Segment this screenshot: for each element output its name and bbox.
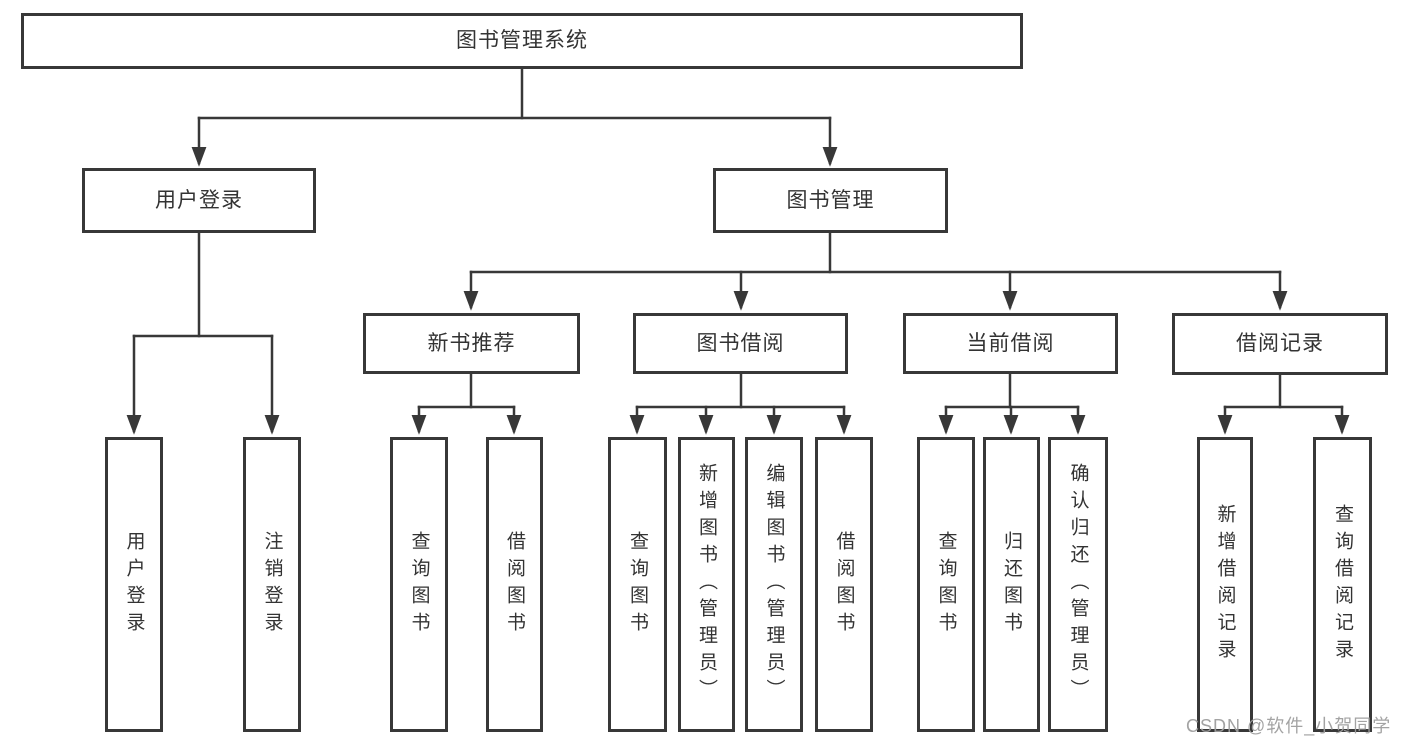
- leaf-cb-query-books: 查询图书: [917, 437, 975, 732]
- node-borrowing-records: 借阅记录: [1172, 313, 1388, 375]
- leaf-br-add-record: 新增借阅记录: [1197, 437, 1253, 732]
- leaf-nbr-borrow-books-label: 借阅图书: [504, 530, 525, 639]
- node-user-login: 用户登录: [82, 168, 316, 233]
- leaf-bb-borrow-books: 借阅图书: [815, 437, 873, 732]
- node-borrowing-records-label: 借阅记录: [1236, 332, 1324, 356]
- leaf-nbr-borrow-books: 借阅图书: [486, 437, 543, 732]
- leaf-user-login-label: 用户登录: [123, 530, 145, 639]
- leaf-cb-confirm-return-admin-label: 确认归还（管理员）: [1067, 463, 1089, 706]
- leaf-cb-confirm-return-admin: 确认归还（管理员）: [1048, 437, 1108, 732]
- leaf-br-query-record-label: 查询借阅记录: [1332, 503, 1353, 666]
- node-root-label: 图书管理系统: [456, 29, 588, 53]
- leaf-bb-borrow-books-label: 借阅图书: [833, 530, 855, 639]
- leaf-logout: 注销登录: [243, 437, 301, 732]
- node-new-book-recommend: 新书推荐: [363, 313, 580, 374]
- csdn-watermark: CSDN @软件_小贺同学: [1186, 716, 1392, 736]
- leaf-cb-return-books-label: 归还图书: [1001, 530, 1022, 639]
- node-book-borrowing: 图书借阅: [633, 313, 848, 374]
- node-book-management: 图书管理: [713, 168, 948, 233]
- leaf-user-login: 用户登录: [105, 437, 163, 732]
- leaf-bb-edit-books-admin: 编辑图书（管理员）: [745, 437, 803, 732]
- leaf-bb-add-books-admin-label: 新增图书（管理员）: [696, 463, 717, 706]
- node-current-borrowing: 当前借阅: [903, 313, 1118, 374]
- node-book-management-label: 图书管理: [786, 188, 875, 212]
- node-new-book-recommend-label: 新书推荐: [427, 331, 516, 355]
- leaf-bb-edit-books-admin-label: 编辑图书（管理员）: [763, 463, 785, 706]
- leaf-bb-query-books-label: 查询图书: [627, 530, 648, 639]
- node-current-borrowing-label: 当前借阅: [966, 331, 1055, 355]
- node-root: 图书管理系统: [21, 13, 1023, 69]
- node-book-borrowing-label: 图书借阅: [696, 331, 785, 355]
- leaf-br-query-record: 查询借阅记录: [1313, 437, 1372, 732]
- leaf-bb-add-books-admin: 新增图书（管理员）: [678, 437, 735, 732]
- leaf-nbr-query-books: 查询图书: [390, 437, 448, 732]
- leaf-cb-return-books: 归还图书: [983, 437, 1040, 732]
- leaf-nbr-query-books-label: 查询图书: [408, 530, 430, 639]
- leaf-logout-label: 注销登录: [261, 530, 283, 639]
- leaf-bb-query-books: 查询图书: [608, 437, 667, 732]
- leaf-br-add-record-label: 新增借阅记录: [1214, 503, 1236, 666]
- leaf-cb-query-books-label: 查询图书: [935, 530, 957, 639]
- node-user-login-label: 用户登录: [155, 188, 243, 212]
